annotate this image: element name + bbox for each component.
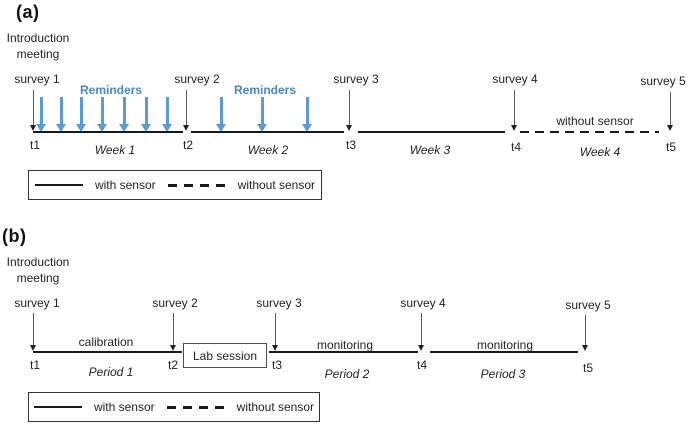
panel-b-label: (b) [2,226,27,246]
reminder-arrow-icon [257,97,268,132]
introduction-meeting-label: Introduction meeting [7,30,70,62]
week-2-label: Week 2 [247,143,289,157]
reminder-arrow-icon [302,97,313,132]
reminders-week2-label: Reminders [233,83,297,97]
survey-3-label: survey 3 [333,72,379,86]
reminders-week1-label: Reminders [79,83,143,97]
introduction-meeting-line2: meeting [16,271,60,285]
tick-t4: t4 [510,140,522,154]
introduction-meeting-line1: Introduction [6,31,70,45]
reminder-arrow-icon [119,97,130,132]
tick-t1: t1 [29,138,41,152]
survey-4-label: survey 4 [400,296,446,310]
survey-5-arrow-icon [666,92,674,131]
tick-t2: t2 [167,358,179,372]
reminder-arrow-icon [97,97,108,132]
timeline-week-1 [33,131,183,133]
survey-2-arrow-icon [182,90,190,131]
legend-without-sensor-label: without sensor [237,178,316,192]
tick-t5: t5 [582,361,594,375]
survey-4-label: survey 4 [492,72,538,86]
introduction-meeting-line1: Introduction [6,255,70,269]
survey-1-label: survey 1 [14,72,60,86]
period-3-label: Period 3 [480,367,526,381]
week-3-label: Week 3 [409,143,451,157]
introduction-meeting-line2: meeting [16,47,60,61]
reminder-arrow-icon [36,97,47,132]
tick-t3: t3 [345,138,357,152]
legend-solid-line-icon [33,406,82,408]
timeline-period-3 [430,351,578,353]
reminder-arrow-icon [56,97,67,132]
legend-panel-b: with sensor without sensor [28,392,320,422]
survey-1-arrow-icon [29,90,37,131]
monitoring-2-label: monitoring [476,338,534,352]
week-1-label: Week 1 [94,143,136,157]
lab-session-label: Lab session [192,348,258,363]
tick-t1: t1 [29,358,41,372]
survey-3-arrow-icon [345,90,353,131]
timeline-week-4-dashed [520,131,659,133]
legend-panel-a: with sensor without sensor [28,170,322,200]
legend-with-sensor-label: with sensor [94,178,156,192]
timeline-period-2 [269,351,418,353]
survey-4-arrow-icon [417,313,425,351]
survey-1-label: survey 1 [14,296,60,310]
legend-solid-line-icon [34,184,83,186]
survey-3-label: survey 3 [256,296,302,310]
legend-dashed-line-icon [167,183,226,187]
tick-t3: t3 [271,358,283,372]
timeline-week-2 [191,131,344,133]
survey-4-arrow-icon [510,90,518,131]
legend-with-sensor-label: with sensor [93,400,155,414]
calibration-label: calibration [78,335,134,349]
panel-a-label: (a) [16,2,40,22]
monitoring-1-label: monitoring [316,338,374,352]
timeline-period-1 [33,351,182,353]
survey-2-arrow-icon [169,313,177,351]
introduction-meeting-label: Introduction meeting [7,254,70,286]
reminder-arrow-icon [216,97,227,132]
without-sensor-note: without sensor [556,114,634,128]
survey-5-label: survey 5 [640,74,686,88]
survey-3-arrow-icon [271,313,279,351]
tick-t5: t5 [665,140,677,154]
period-2-label: Period 2 [324,367,370,381]
timeline-week-3 [358,131,505,133]
lab-session-box: Lab session [183,343,267,368]
period-1-label: Period 1 [88,365,134,379]
legend-dashed-line-icon [166,405,225,409]
reminder-arrow-icon [141,97,152,132]
survey-1-arrow-icon [29,313,37,351]
tick-t2: t2 [182,138,194,152]
week-4-label: Week 4 [579,145,621,159]
survey-2-label: survey 2 [174,72,220,86]
reminder-arrow-icon [162,97,173,132]
survey-5-arrow-icon [581,315,589,351]
reminder-arrow-icon [76,97,87,132]
legend-without-sensor-label: without sensor [236,400,315,414]
survey-5-label: survey 5 [565,298,611,312]
survey-2-label: survey 2 [152,296,198,310]
tick-t4: t4 [416,358,428,372]
